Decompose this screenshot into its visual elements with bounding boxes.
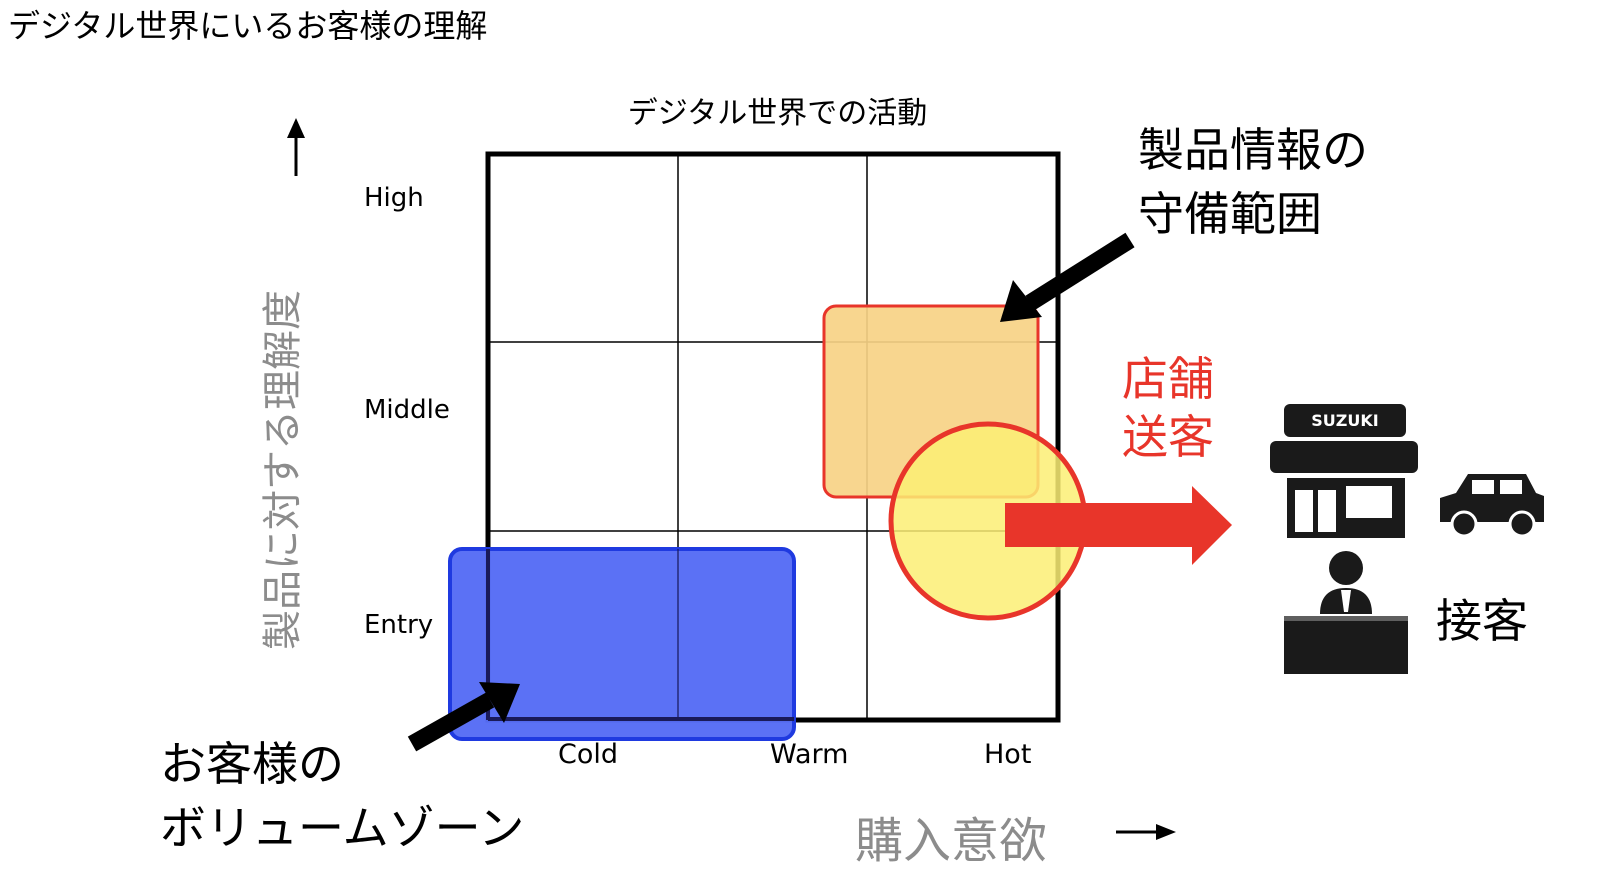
y-axis-label: 製品に対する理解度 (260, 290, 306, 650)
arrow-to-product-range-icon (1000, 232, 1135, 322)
callout-line: 店舗 (1122, 352, 1214, 406)
store-sign: SUZUKI (1311, 411, 1379, 430)
callout-line: 守備範囲 (1138, 187, 1322, 241)
callout-line: ボリュームゾーン (160, 801, 525, 855)
row-label-entry: Entry (364, 610, 434, 640)
store-icon (1270, 404, 1418, 538)
row-label-high: High (364, 183, 424, 213)
product-info-callout: 製品情報の 守備範囲 (1138, 118, 1368, 246)
volume-zone-box (448, 547, 796, 741)
column-label-hot: Hot (984, 739, 1032, 770)
clerk-icon (1284, 551, 1408, 674)
column-label-warm: Warm (770, 739, 849, 770)
volume-zone-callout: お客様の ボリュームゾーン (160, 732, 524, 860)
callout-line: お客様の (160, 737, 344, 791)
store-arrow-icon (1005, 486, 1232, 565)
page-title: デジタル世界にいるお客様の理解 (8, 7, 488, 45)
column-label-cold: Cold (558, 739, 619, 770)
arrow-up-icon (287, 118, 305, 176)
customer-service-callout: 接客 (1436, 594, 1528, 648)
matrix-title: デジタル世界での活動 (627, 96, 928, 131)
arrow-to-volume-zone-icon (407, 682, 520, 752)
store-visit-callout: 店舗 送客 (1122, 350, 1214, 466)
arrow-right-icon (1116, 824, 1176, 840)
row-label-middle: Middle (364, 395, 450, 425)
callout-line: 送客 (1122, 410, 1214, 464)
car-icon (1440, 474, 1544, 538)
x-axis-label: 購入意欲 (855, 813, 1048, 869)
callout-line: 製品情報の (1138, 123, 1368, 177)
